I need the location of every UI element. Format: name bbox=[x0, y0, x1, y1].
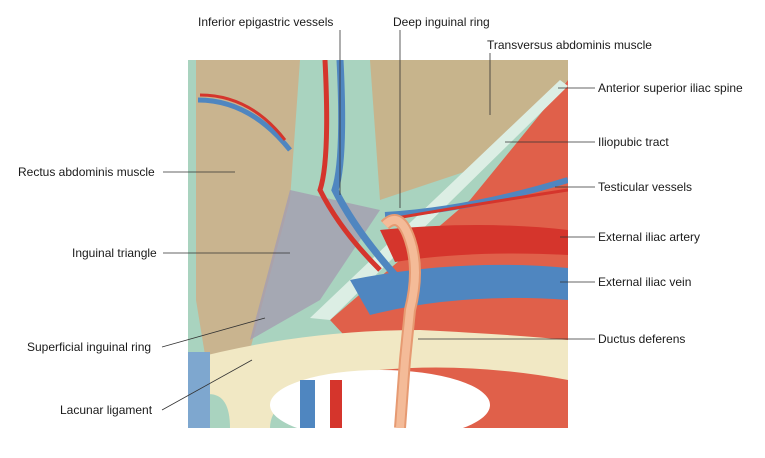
label-iliopubic-tract: Iliopubic tract bbox=[598, 135, 669, 149]
label-lacunar-ligament: Lacunar ligament bbox=[60, 403, 153, 417]
obturator-foramen bbox=[270, 370, 490, 428]
label-inguinal-triangle: Inguinal triangle bbox=[72, 246, 157, 260]
inguinal-triangle bbox=[250, 190, 380, 340]
label-superficial-inguinal-ring: Superficial inguinal ring bbox=[27, 340, 152, 354]
pubic-symphysis bbox=[188, 352, 210, 428]
inferior-epigastric-artery bbox=[317, 60, 382, 272]
transversus-abdominis-muscle bbox=[370, 60, 568, 200]
label-ductus-deferens: Ductus deferens bbox=[598, 332, 686, 346]
label-rectus-abdominis-muscle: Rectus abdominis muscle bbox=[18, 165, 155, 179]
pubic-bone bbox=[188, 330, 568, 428]
label-transversus-abdominis-muscle: Transversus abdominis muscle bbox=[487, 38, 652, 52]
label-inferior-epigastric-vessels: Inferior epigastric vessels bbox=[198, 15, 334, 29]
inferior-epigastric-vein bbox=[331, 60, 398, 278]
obturator-vein bbox=[300, 380, 315, 428]
external-iliac-artery bbox=[380, 225, 568, 262]
label-deep-inguinal-ring: Deep inguinal ring bbox=[393, 15, 490, 29]
external-iliac-vein bbox=[350, 264, 568, 315]
leader-lines bbox=[161, 30, 595, 411]
obturator-artery bbox=[330, 380, 342, 428]
label-testicular-vessels: Testicular vessels bbox=[598, 180, 693, 194]
label-external-iliac-artery: External iliac artery bbox=[598, 230, 701, 244]
label-external-iliac-vein: External iliac vein bbox=[598, 275, 692, 289]
iliopubic-tract bbox=[310, 80, 568, 320]
label-anterior-superior-iliac-spine: Anterior superior iliac spine bbox=[598, 81, 743, 95]
